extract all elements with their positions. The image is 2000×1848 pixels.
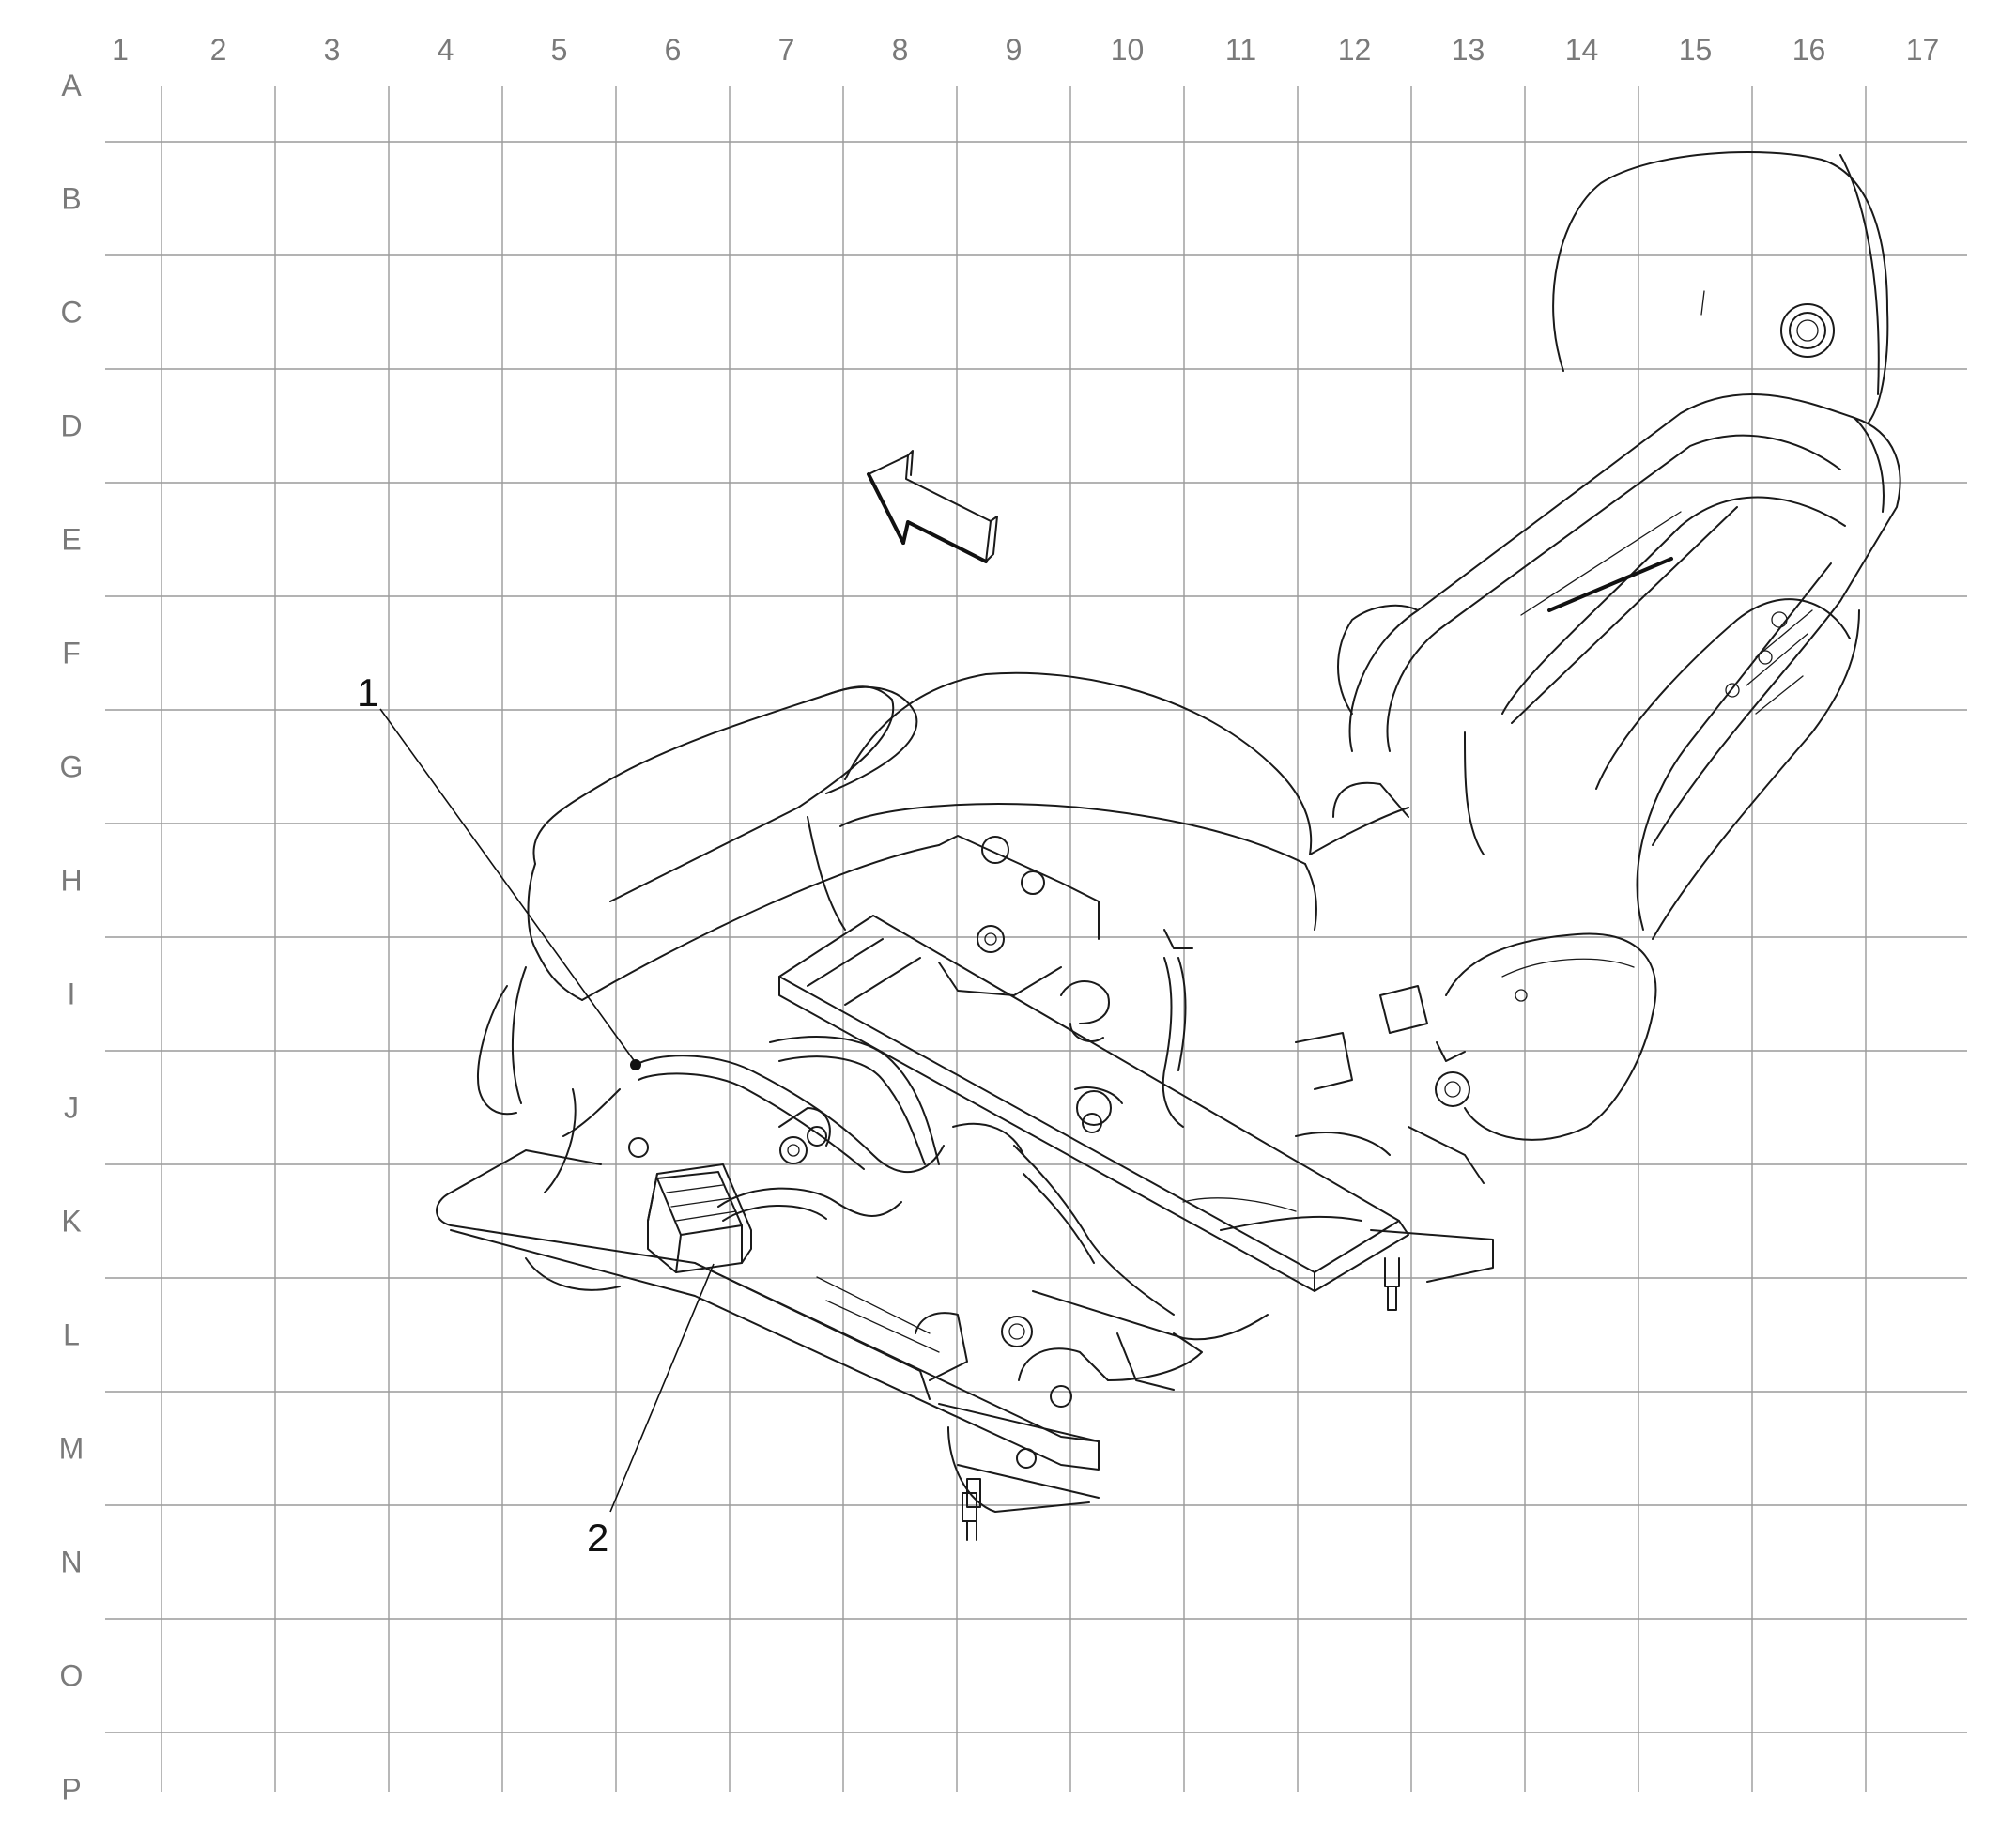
grid-column-label: 10	[1111, 33, 1145, 67]
grid-column-label: 9	[1006, 33, 1023, 67]
wiring-harness	[562, 957, 1362, 1316]
grid-row-label: A	[61, 69, 82, 102]
direction-arrow-icon	[867, 450, 998, 563]
callout-1: 1	[357, 670, 641, 1070]
seatback	[1337, 393, 1901, 1141]
grid-row-label: O	[60, 1659, 84, 1693]
grid-row-label: D	[60, 409, 82, 443]
grid-row-label: B	[61, 182, 81, 216]
grid-column-label: 5	[551, 33, 568, 67]
callout-2-label: 2	[587, 1516, 608, 1560]
grid-column-label: 4	[438, 33, 454, 67]
callout-2: 2	[587, 1263, 715, 1560]
grid-column-label: 8	[892, 33, 909, 67]
seat-details	[628, 835, 1485, 1184]
grid-row-label: C	[60, 296, 82, 330]
grid-row-label: G	[60, 750, 84, 784]
grid-column-label: 3	[324, 33, 341, 67]
grid-column-label: 12	[1338, 33, 1372, 67]
grid-column-label: 2	[210, 33, 227, 67]
grid-column-label: 15	[1679, 33, 1713, 67]
grid-column-label: 7	[778, 33, 795, 67]
grid-row-label: J	[64, 1091, 79, 1125]
grid-row-label: N	[60, 1546, 82, 1579]
seat-illustration	[436, 151, 1901, 1541]
grid-row-label: F	[62, 637, 81, 670]
grid-row-labels: A B C D E F G H I J K L M N O P	[59, 69, 85, 1807]
grid-column-label: 13	[1452, 33, 1485, 67]
seat-cushion	[477, 671, 1409, 1116]
grid-row-label: K	[61, 1205, 81, 1239]
reference-grid	[105, 86, 1967, 1792]
grid-column-label: 17	[1906, 33, 1940, 67]
grid-column-label: 6	[665, 33, 682, 67]
callout-1-label: 1	[357, 670, 378, 715]
grid-row-label: I	[68, 978, 76, 1011]
grid-column-label: 16	[1792, 33, 1826, 67]
grid-row-label: M	[59, 1432, 85, 1466]
grid-column-label: 1	[112, 33, 129, 67]
grid-row-label: L	[63, 1318, 80, 1352]
grid-row-label: E	[61, 523, 81, 557]
grid-row-label: H	[60, 864, 82, 898]
grid-row-label: P	[61, 1773, 81, 1807]
grid-column-label: 14	[1565, 33, 1599, 67]
grid-column-label: 11	[1225, 33, 1256, 67]
electrical-connector-module	[647, 1163, 752, 1273]
seat-frame	[436, 915, 1494, 1541]
headrest	[1552, 151, 1889, 424]
